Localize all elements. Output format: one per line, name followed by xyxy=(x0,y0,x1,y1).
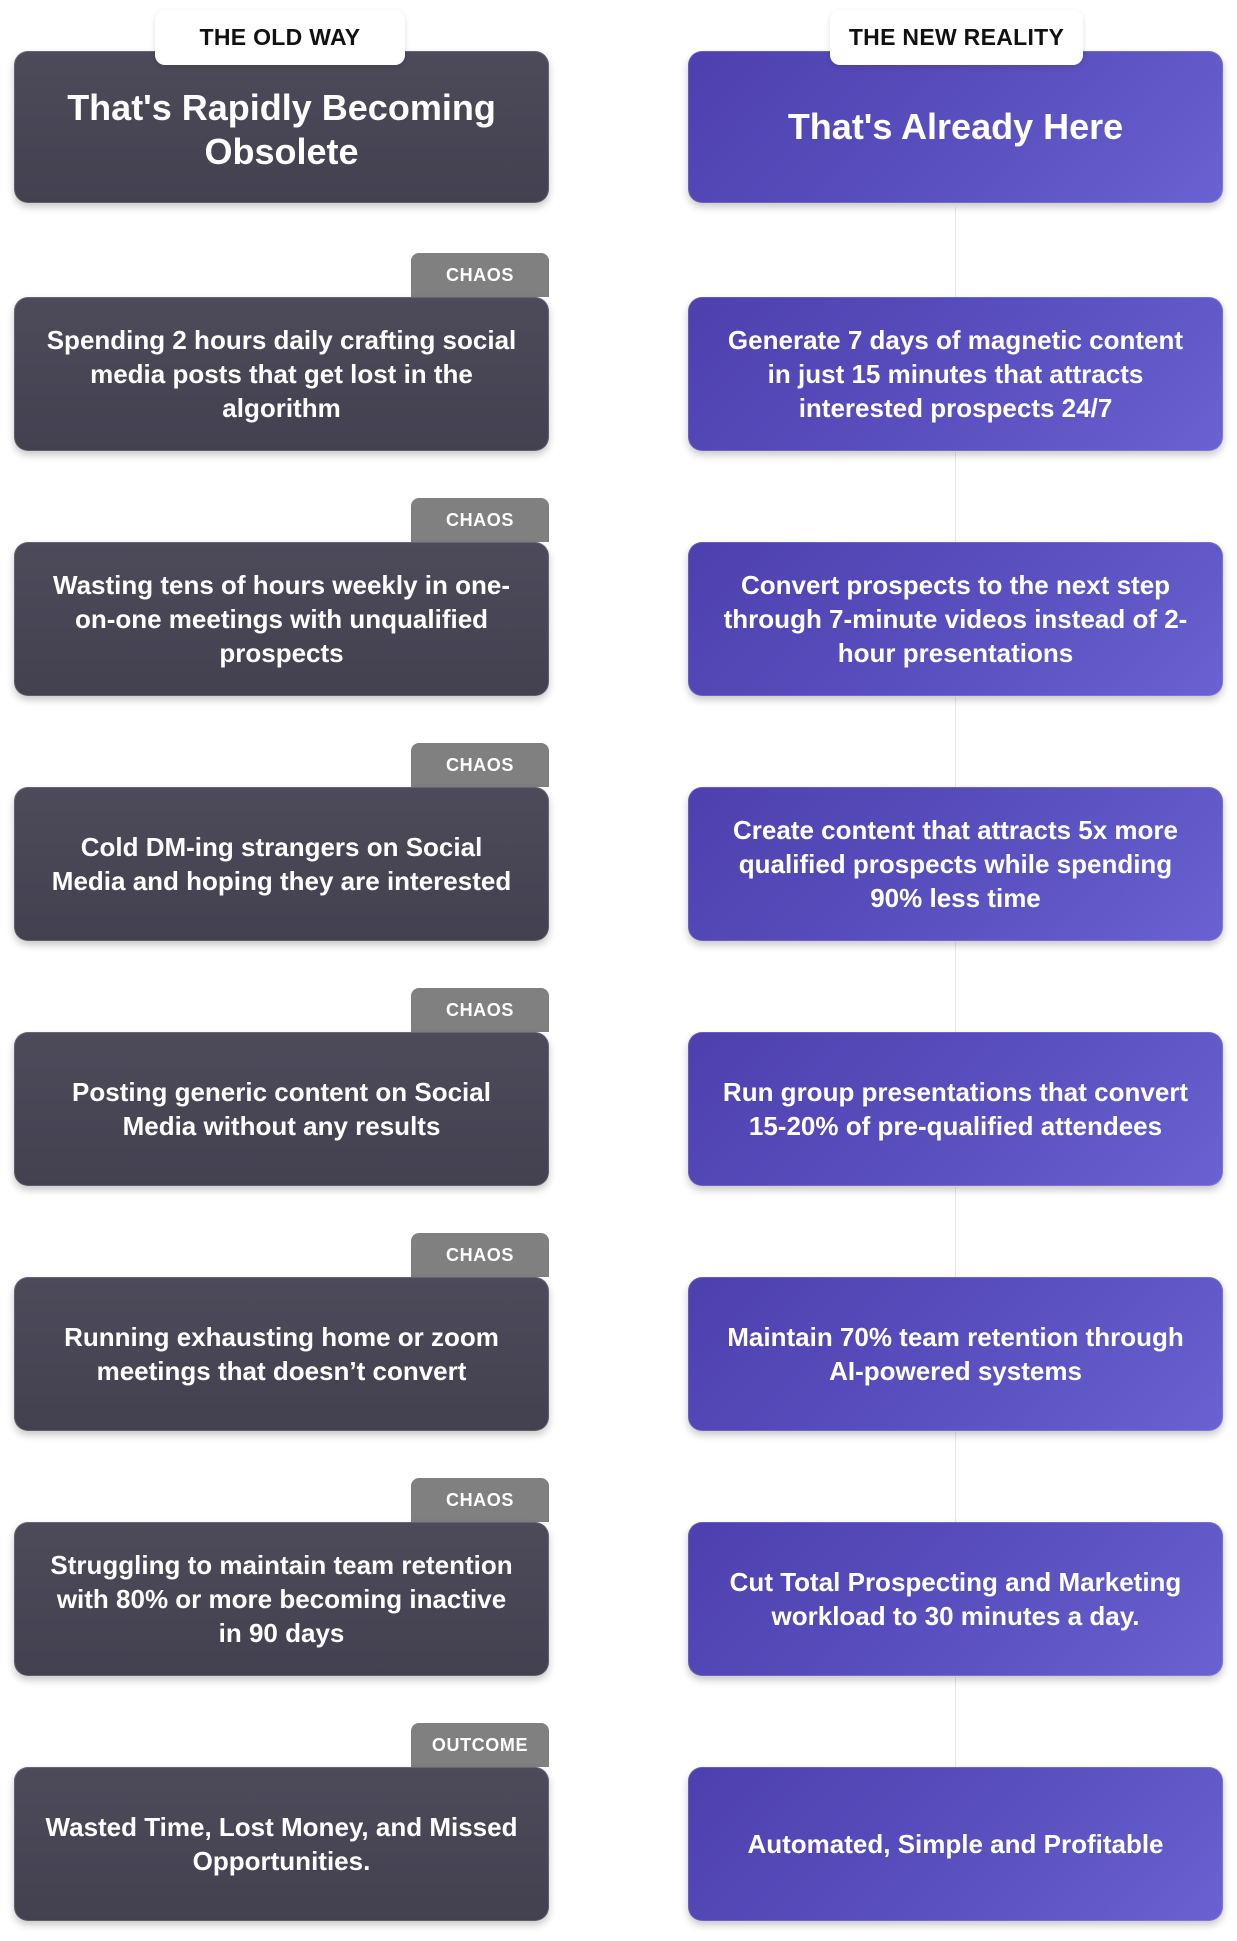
status-badge: CHAOS xyxy=(411,988,549,1032)
connector-line xyxy=(955,452,956,542)
new-reality-item-5: Maintain 70% team retention through AI-p… xyxy=(688,1277,1223,1431)
old-way-item-6: Struggling to maintain team retention wi… xyxy=(14,1522,549,1676)
status-badge: CHAOS xyxy=(411,498,549,542)
old-way-item-text: Wasting tens of hours weekly in one-on-o… xyxy=(53,570,510,668)
old-way-item-text: Struggling to maintain team retention wi… xyxy=(50,1550,513,1648)
old-way-item-1: Spending 2 hours daily crafting social m… xyxy=(14,297,549,451)
new-reality-item-text: Convert prospects to the next step throu… xyxy=(723,570,1188,668)
new-reality-item-text: Automated, Simple and Profitable xyxy=(747,1829,1164,1859)
new-reality-item-text: Cut Total Prospecting and Marketing work… xyxy=(729,1567,1182,1631)
connector-line xyxy=(955,942,956,1032)
new-reality-item-1: Generate 7 days of magnetic content in j… xyxy=(688,297,1223,451)
new-reality-item-3: Create content that attracts 5x more qua… xyxy=(688,787,1223,941)
new-reality-header: THE NEW REALITY xyxy=(830,10,1083,65)
old-way-item-text: Posting generic content on Social Media … xyxy=(72,1077,491,1141)
new-reality-title-card: That's Already Here xyxy=(688,51,1223,203)
status-badge: CHAOS xyxy=(411,1478,549,1522)
old-way-title: That's Rapidly Becoming Obsolete xyxy=(67,87,496,172)
new-reality-item-text: Create content that attracts 5x more qua… xyxy=(732,815,1179,913)
new-reality-item-6: Cut Total Prospecting and Marketing work… xyxy=(688,1522,1223,1676)
new-reality-item-text: Generate 7 days of magnetic content in j… xyxy=(727,325,1184,423)
old-way-item-text: Spending 2 hours daily crafting social m… xyxy=(46,325,517,423)
new-reality-title: That's Already Here xyxy=(787,106,1124,147)
old-way-item-2: Wasting tens of hours weekly in one-on-o… xyxy=(14,542,549,696)
status-badge: CHAOS xyxy=(411,253,549,297)
connector-line xyxy=(955,697,956,787)
old-way-item-4: Posting generic content on Social Media … xyxy=(14,1032,549,1186)
new-reality-item-text: Maintain 70% team retention through AI-p… xyxy=(727,1322,1184,1386)
connector-line xyxy=(955,207,956,297)
status-badge: CHAOS xyxy=(411,1233,549,1277)
connector-line xyxy=(955,1432,956,1522)
connector-line xyxy=(955,1187,956,1277)
new-reality-item-4: Run group presentations that convert 15-… xyxy=(688,1032,1223,1186)
old-way-item-text: Wasted Time, Lost Money, and Missed Oppo… xyxy=(45,1812,518,1876)
outcome-badge: OUTCOME xyxy=(411,1723,549,1767)
status-badge: CHAOS xyxy=(411,743,549,787)
new-reality-item-text: Run group presentations that convert 15-… xyxy=(722,1077,1189,1141)
old-way-title-card: That's Rapidly Becoming Obsolete xyxy=(14,51,549,203)
old-way-outcome: Wasted Time, Lost Money, and Missed Oppo… xyxy=(14,1767,549,1921)
new-reality-item-2: Convert prospects to the next step throu… xyxy=(688,542,1223,696)
old-way-item-text: Running exhausting home or zoom meetings… xyxy=(64,1322,499,1386)
old-way-header: THE OLD WAY xyxy=(155,10,405,65)
new-reality-outcome: Automated, Simple and Profitable xyxy=(688,1767,1223,1921)
old-way-item-3: Cold DM-ing strangers on Social Media an… xyxy=(14,787,549,941)
old-way-item-5: Running exhausting home or zoom meetings… xyxy=(14,1277,549,1431)
old-way-item-text: Cold DM-ing strangers on Social Media an… xyxy=(51,832,512,896)
connector-line xyxy=(955,1677,956,1767)
